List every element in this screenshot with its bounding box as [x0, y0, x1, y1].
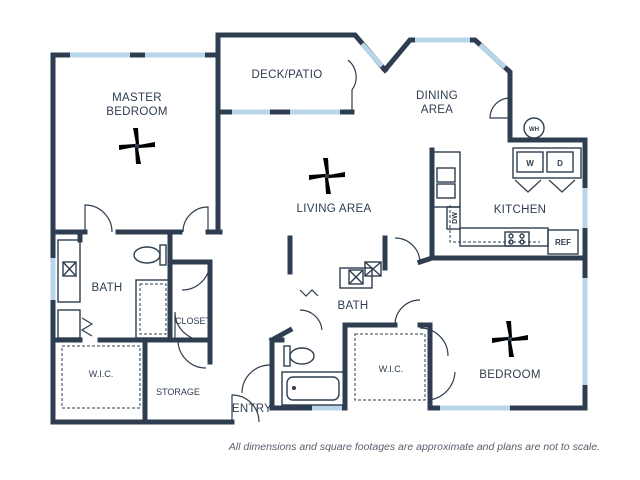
room-label-master-line1: MASTER — [112, 92, 162, 104]
ceiling-fan-icon — [119, 128, 155, 164]
room-label-dining-line1: DINING — [416, 90, 458, 102]
dishwasher — [446, 206, 461, 230]
toilet-icon — [283, 345, 315, 367]
dryer — [546, 151, 574, 173]
washer-label: W — [526, 159, 534, 168]
doors — [80, 59, 511, 423]
room-label-wic-right: W.I.C. — [379, 364, 404, 374]
room-label-dining-line2: AREA — [421, 104, 454, 116]
room-label-closet: CLOSET — [175, 316, 212, 326]
vanity-counter — [339, 267, 373, 289]
master-bath-fixtures — [57, 239, 171, 339]
ceiling-fan-icon — [492, 321, 528, 357]
shower-icon — [135, 279, 171, 339]
sink-icon — [436, 167, 456, 199]
room-label-deck-patio: DECK/PATIO — [252, 69, 323, 81]
center-bath-fixtures — [281, 267, 373, 406]
closet-outlines — [61, 205, 540, 409]
vanity-counter — [57, 239, 81, 303]
bathtub-icon — [281, 371, 345, 406]
room-label-bath-left: BATH — [91, 282, 122, 294]
washer — [516, 151, 544, 173]
hvac-unit — [364, 261, 382, 277]
dishwasher-label: DW — [452, 212, 459, 224]
kitchen-fixtures — [431, 117, 582, 255]
room-label-storage: STORAGE — [156, 387, 200, 397]
room-label-bath-center: BATH — [337, 300, 368, 312]
stove-icon — [504, 231, 530, 247]
counter — [459, 227, 549, 247]
refrigerator — [547, 229, 579, 255]
ceiling-fan-icon — [309, 158, 345, 194]
dryer-label: D — [557, 159, 563, 168]
sink-icon — [62, 261, 77, 277]
sink-icon — [348, 269, 364, 285]
water-heater-label: WH — [529, 127, 539, 133]
room-label-living-area: LIVING AREA — [297, 203, 372, 215]
disclaimer-text: All dimensions and square footages are a… — [228, 441, 600, 453]
laundry-closet — [512, 147, 582, 179]
room-label-kitchen: KITCHEN — [494, 204, 547, 216]
counter — [431, 151, 461, 208]
toilet-icon — [133, 244, 167, 266]
room-label-entry: ENTRY — [232, 403, 272, 415]
water-heater — [523, 117, 545, 139]
room-label-wic-left: W.I.C. — [89, 369, 114, 379]
interior-walls — [50, 147, 588, 425]
room-label-master-line2: BEDROOM — [106, 106, 168, 118]
windows — [50, 37, 588, 411]
refrigerator-label: REF — [555, 238, 571, 247]
room-label-bedroom: BEDROOM — [479, 369, 541, 381]
